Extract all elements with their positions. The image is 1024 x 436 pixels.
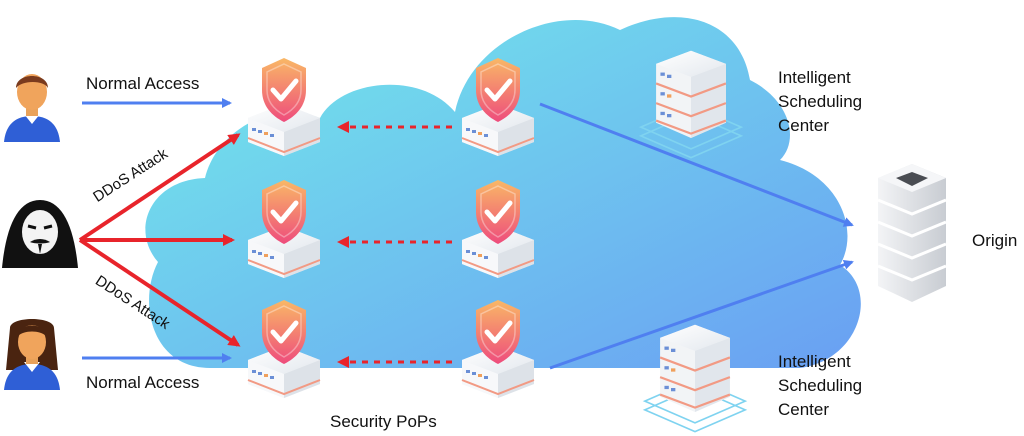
normal-access-label-bottom: Normal Access — [86, 373, 200, 392]
normal-access-label-top: Normal Access — [86, 74, 200, 93]
scheduling-center-bottom-line-2: Scheduling — [778, 376, 863, 395]
origin-label: Origin — [972, 231, 1018, 250]
scheduling-center-top-line-1: Intelligent — [778, 68, 851, 87]
user-male-icon — [4, 74, 60, 142]
ddos-attack-arrows — [78, 133, 241, 347]
hacker-icon — [2, 200, 78, 268]
scheduling-center-top-line-2: Scheduling — [778, 92, 863, 111]
user-female-icon — [4, 319, 60, 390]
security-pop-left-1 — [248, 58, 320, 156]
scheduling-center-top-line-3: Center — [778, 116, 830, 135]
pop-to-origin-arrow-top — [539, 102, 854, 227]
scheduling-center-bottom-line-1: Intelligent — [778, 352, 851, 371]
pop-to-origin-arrow-bottom — [549, 259, 854, 370]
scheduling-center-bottom-line-3: Center — [778, 400, 830, 419]
origin-server-icon — [877, 164, 947, 302]
security-pops-label: Security PoPs — [330, 412, 437, 431]
